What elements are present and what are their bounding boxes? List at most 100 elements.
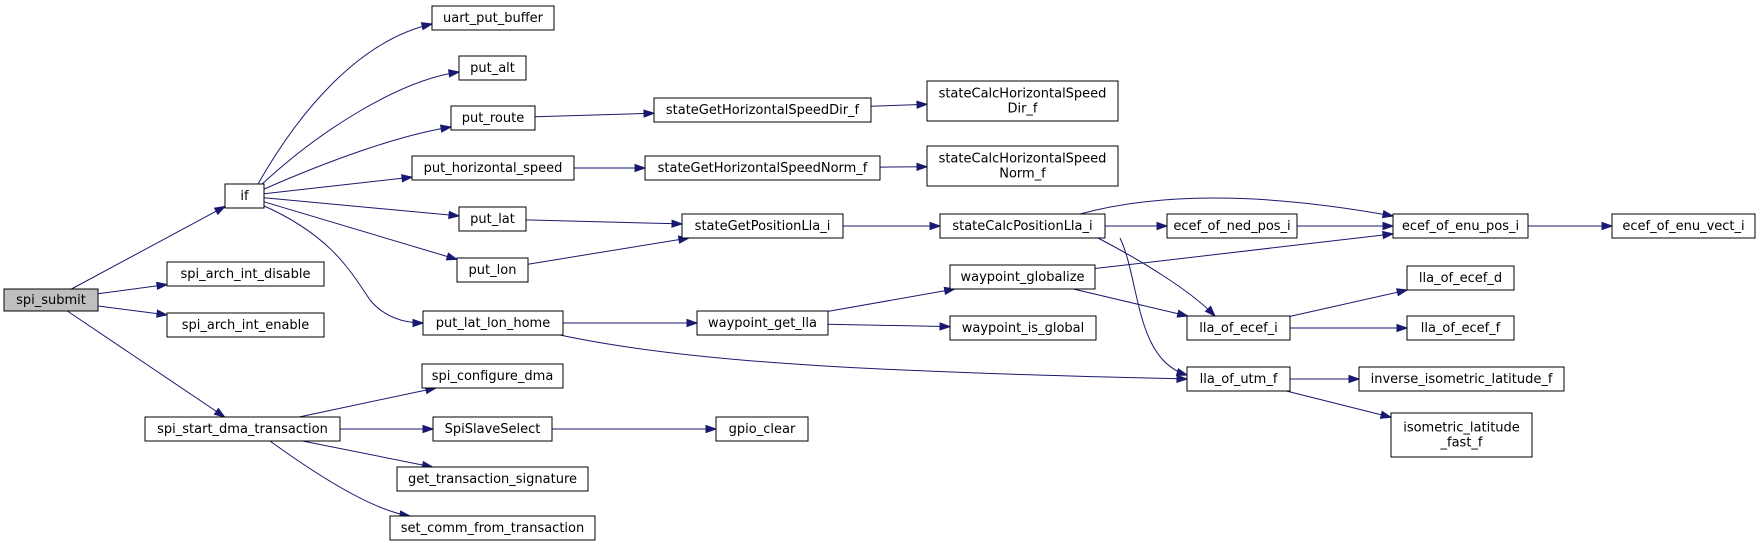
arrowhead-if xyxy=(213,205,227,216)
edge-waypoint_get_lla-to-waypoint_globalize xyxy=(827,288,955,312)
node-spi_start_dma_transaction[interactable]: spi_start_dma_transaction xyxy=(144,416,341,442)
node-box xyxy=(926,80,1119,122)
node-put_lon[interactable]: put_lon xyxy=(456,257,529,283)
node-label: spi_submit xyxy=(16,293,86,308)
node-box xyxy=(144,416,341,442)
node-waypoint_get_lla[interactable]: waypoint_get_lla xyxy=(696,310,829,336)
arrowhead-lla_of_utm_f xyxy=(1176,374,1189,383)
node-label: put_lat xyxy=(470,212,515,227)
node-label: stateGetHorizontalSpeedNorm_f xyxy=(658,161,868,176)
arrowhead-put_lon xyxy=(445,252,459,261)
node-waypoint_is_global[interactable]: waypoint_is_global xyxy=(949,315,1097,341)
node-lla_of_utm_f[interactable]: lla_of_utm_f xyxy=(1186,366,1291,392)
node-stateCalcPositionLla_i[interactable]: stateCalcPositionLla_i xyxy=(939,213,1106,239)
arrowhead-lla_of_ecef_i xyxy=(1204,305,1217,318)
arrowhead-ecef_of_enu_vect_i xyxy=(1601,221,1614,231)
edge-put_lat-to-stateGetPositionLla_i xyxy=(525,219,683,225)
node-SpiSlaveSelect[interactable]: SpiSlaveSelect xyxy=(432,416,553,442)
arrowhead-stateCalcHorizontalSpeedDir_f xyxy=(916,100,929,109)
node-box xyxy=(715,416,809,442)
edge-spi_start_dma_transaction-to-get_transaction_signature xyxy=(302,440,433,468)
node-put_lat_lon_home[interactable]: put_lat_lon_home xyxy=(422,310,564,336)
arrowhead-stateCalcPositionLla_i xyxy=(929,221,942,231)
node-ecef_of_ned_pos_i[interactable]: ecef_of_ned_pos_i xyxy=(1166,213,1298,239)
arrowhead-put_horizontal_speed xyxy=(401,174,414,183)
node-label: Norm_f xyxy=(999,167,1046,182)
node-if[interactable]: if xyxy=(224,183,265,209)
node-label: put_horizontal_speed xyxy=(424,161,563,176)
node-box xyxy=(653,97,872,123)
node-label: waypoint_is_global xyxy=(962,321,1084,336)
node-ecef_of_enu_pos_i[interactable]: ecef_of_enu_pos_i xyxy=(1392,213,1529,239)
node-label: uart_put_buffer xyxy=(443,11,544,26)
edge-if-to-put_lat_lon_home xyxy=(261,204,424,324)
node-stateGetHorizontalSpeedDir_f[interactable]: stateGetHorizontalSpeedDir_f xyxy=(653,97,872,123)
node-isometric_latitude_fast_f[interactable]: isometric_latitude_fast_f xyxy=(1390,412,1533,458)
edge-lla_of_utm_f-to-isometric_latitude_fast_f xyxy=(1286,390,1392,418)
arrowhead-gpio_clear xyxy=(705,424,718,434)
edge-spi_submit-to-spi_arch_int_enable xyxy=(97,305,168,316)
edge-if-to-put_route xyxy=(261,126,452,191)
edge-if-to-put_alt xyxy=(259,71,460,187)
edge-waypoint_globalize-to-lla_of_ecef_i xyxy=(1073,288,1188,317)
node-box xyxy=(411,155,575,181)
node-stateGetHorizontalSpeedNorm_f[interactable]: stateGetHorizontalSpeedNorm_f xyxy=(644,155,881,181)
node-spi_arch_int_disable[interactable]: spi_arch_int_disable xyxy=(166,261,325,287)
node-label: spi_start_dma_transaction xyxy=(157,422,328,437)
node-spi_submit: spi_submit xyxy=(3,288,99,312)
arrowhead-spi_arch_int_enable xyxy=(156,309,169,318)
arrowhead-spi_start_dma_transaction xyxy=(213,407,226,418)
node-stateGetPositionLla_i[interactable]: stateGetPositionLla_i xyxy=(681,213,844,239)
edge-lla_of_ecef_i-to-lla_of_ecef_d xyxy=(1289,289,1408,317)
node-label: _fast_f xyxy=(1440,436,1483,451)
node-label: put_alt xyxy=(470,61,515,76)
edge-put_lat_lon_home-to-lla_of_utm_f xyxy=(559,334,1188,380)
node-label: isometric_latitude xyxy=(1403,421,1520,436)
node-box xyxy=(3,288,99,312)
node-box xyxy=(432,416,553,442)
node-label: waypoint_get_lla xyxy=(708,316,817,331)
node-waypoint_globalize[interactable]: waypoint_globalize xyxy=(949,264,1096,290)
node-box xyxy=(456,257,529,283)
node-ecef_of_enu_vect_i[interactable]: ecef_of_enu_vect_i xyxy=(1611,213,1756,239)
node-set_comm_from_transaction[interactable]: set_comm_from_transaction xyxy=(389,515,596,541)
node-put_lat[interactable]: put_lat xyxy=(458,206,527,232)
edge-layer xyxy=(67,22,1614,519)
node-lla_of_ecef_i[interactable]: lla_of_ecef_i xyxy=(1186,315,1291,341)
node-put_horizontal_speed[interactable]: put_horizontal_speed xyxy=(411,155,575,181)
node-get_transaction_signature[interactable]: get_transaction_signature xyxy=(396,466,589,492)
node-inverse_isometric_latitude_f[interactable]: inverse_isometric_latitude_f xyxy=(1358,366,1565,392)
arrowhead-lla_of_ecef_f xyxy=(1396,323,1409,333)
node-label: stateGetPositionLla_i xyxy=(695,219,831,234)
node-box xyxy=(939,213,1106,239)
edge-stateCalcPositionLla_i-to-lla_of_utm_f xyxy=(1119,237,1188,376)
node-put_alt[interactable]: put_alt xyxy=(458,55,527,81)
node-uart_put_buffer[interactable]: uart_put_buffer xyxy=(431,5,555,31)
arrowhead-waypoint_is_global xyxy=(939,322,952,331)
node-lla_of_ecef_f[interactable]: lla_of_ecef_f xyxy=(1406,315,1515,341)
arrowhead-stateGetHorizontalSpeedDir_f xyxy=(643,109,656,118)
node-box xyxy=(458,206,527,232)
node-spi_arch_int_enable[interactable]: spi_arch_int_enable xyxy=(166,312,325,338)
node-box xyxy=(1186,315,1291,341)
arrowhead-isometric_latitude_fast_f xyxy=(1379,410,1393,419)
arrowhead-ecef_of_enu_pos_i xyxy=(1382,221,1395,231)
arrowhead-lla_of_ecef_d xyxy=(1396,288,1409,297)
node-box xyxy=(389,515,596,541)
node-put_route[interactable]: put_route xyxy=(450,105,536,131)
edge-spi_start_dma_transaction-to-set_comm_from_transaction xyxy=(269,440,411,517)
arrowhead-ecef_of_enu_pos_i xyxy=(1382,230,1395,240)
node-label: put_lon xyxy=(469,263,517,278)
node-lla_of_ecef_d[interactable]: lla_of_ecef_d xyxy=(1406,265,1515,291)
node-box xyxy=(458,55,527,81)
node-box xyxy=(1392,213,1529,239)
node-gpio_clear[interactable]: gpio_clear xyxy=(715,416,809,442)
edge-if-to-put_lat xyxy=(263,197,460,217)
arrowhead-uart_put_buffer xyxy=(420,22,434,31)
arrowhead-spi_arch_int_disable xyxy=(156,281,169,291)
node-spi_configure_dma[interactable]: spi_configure_dma xyxy=(421,363,564,389)
arrowhead-lla_of_ecef_i xyxy=(1176,309,1190,318)
